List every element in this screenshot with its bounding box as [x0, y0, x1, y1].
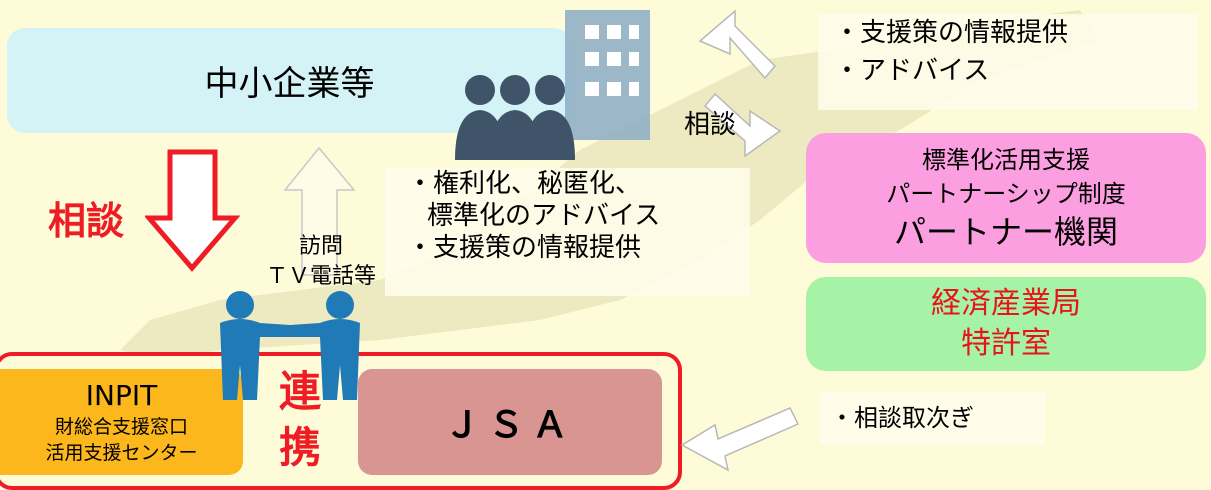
note-line: 標準化のアドバイス	[427, 201, 661, 231]
consult-label-right: 相談	[684, 110, 737, 140]
partner-line2: パートナーシップ制度	[886, 180, 1126, 208]
partner-line1: 標準化活用支援	[922, 146, 1090, 174]
support-info-note: ・支援策の情報提供 ・アドバイス	[818, 14, 1198, 110]
note-line: ・支援策の情報提供	[407, 233, 642, 263]
note-line: ・相談取次ぎ	[830, 404, 974, 432]
visit-line: ＴＶ電話等	[266, 264, 377, 289]
note-line: ・権利化、秘匿化、	[407, 169, 642, 199]
partner-box: 標準化活用支援 パートナーシップ制度 パートナー機関	[806, 133, 1206, 263]
building-icon	[565, 10, 650, 140]
handshake-people-icon	[220, 291, 360, 400]
meti-line1: 経済産業局	[931, 286, 1081, 321]
inpit-title: INPIT	[85, 379, 158, 412]
visit-label: 訪問 ＴＶ電話等	[266, 232, 376, 292]
up-arrow-icon	[283, 146, 356, 276]
jsa-box: ＪＳＡ	[358, 369, 662, 475]
inpit-line1: 財総合支援窓口	[54, 416, 188, 438]
sme-label: 中小企業等	[204, 64, 375, 104]
inpit-line2: 活用支援センター	[45, 442, 198, 464]
visit-line: 訪問	[298, 234, 343, 259]
consult-label-left: 相談	[48, 199, 125, 243]
meti-box: 経済産業局 特許室	[806, 277, 1206, 371]
two-way-arrow-icon	[698, 9, 782, 158]
note-line: ・アドバイス	[834, 56, 990, 86]
meti-line2: 特許室	[961, 326, 1051, 361]
collaboration-char: 携	[278, 423, 321, 472]
referral-note: ・相談取次ぎ	[820, 392, 1045, 444]
inpit-box: INPIT 財総合支援窓口 活用支援センター	[0, 369, 243, 475]
collaboration-label: 連 携	[270, 364, 330, 476]
partner-line3: パートナー機関	[893, 213, 1118, 251]
down-arrow-icon	[145, 149, 240, 272]
jsa-label: ＪＳＡ	[443, 405, 576, 446]
advice-note: ・権利化、秘匿化、 標準化のアドバイス ・支援策の情報提供	[385, 168, 750, 296]
collaboration-char: 連	[278, 367, 321, 416]
business-people-icon	[455, 75, 575, 160]
note-line: ・支援策の情報提供	[834, 18, 1069, 48]
left-arrow-icon	[680, 407, 800, 472]
